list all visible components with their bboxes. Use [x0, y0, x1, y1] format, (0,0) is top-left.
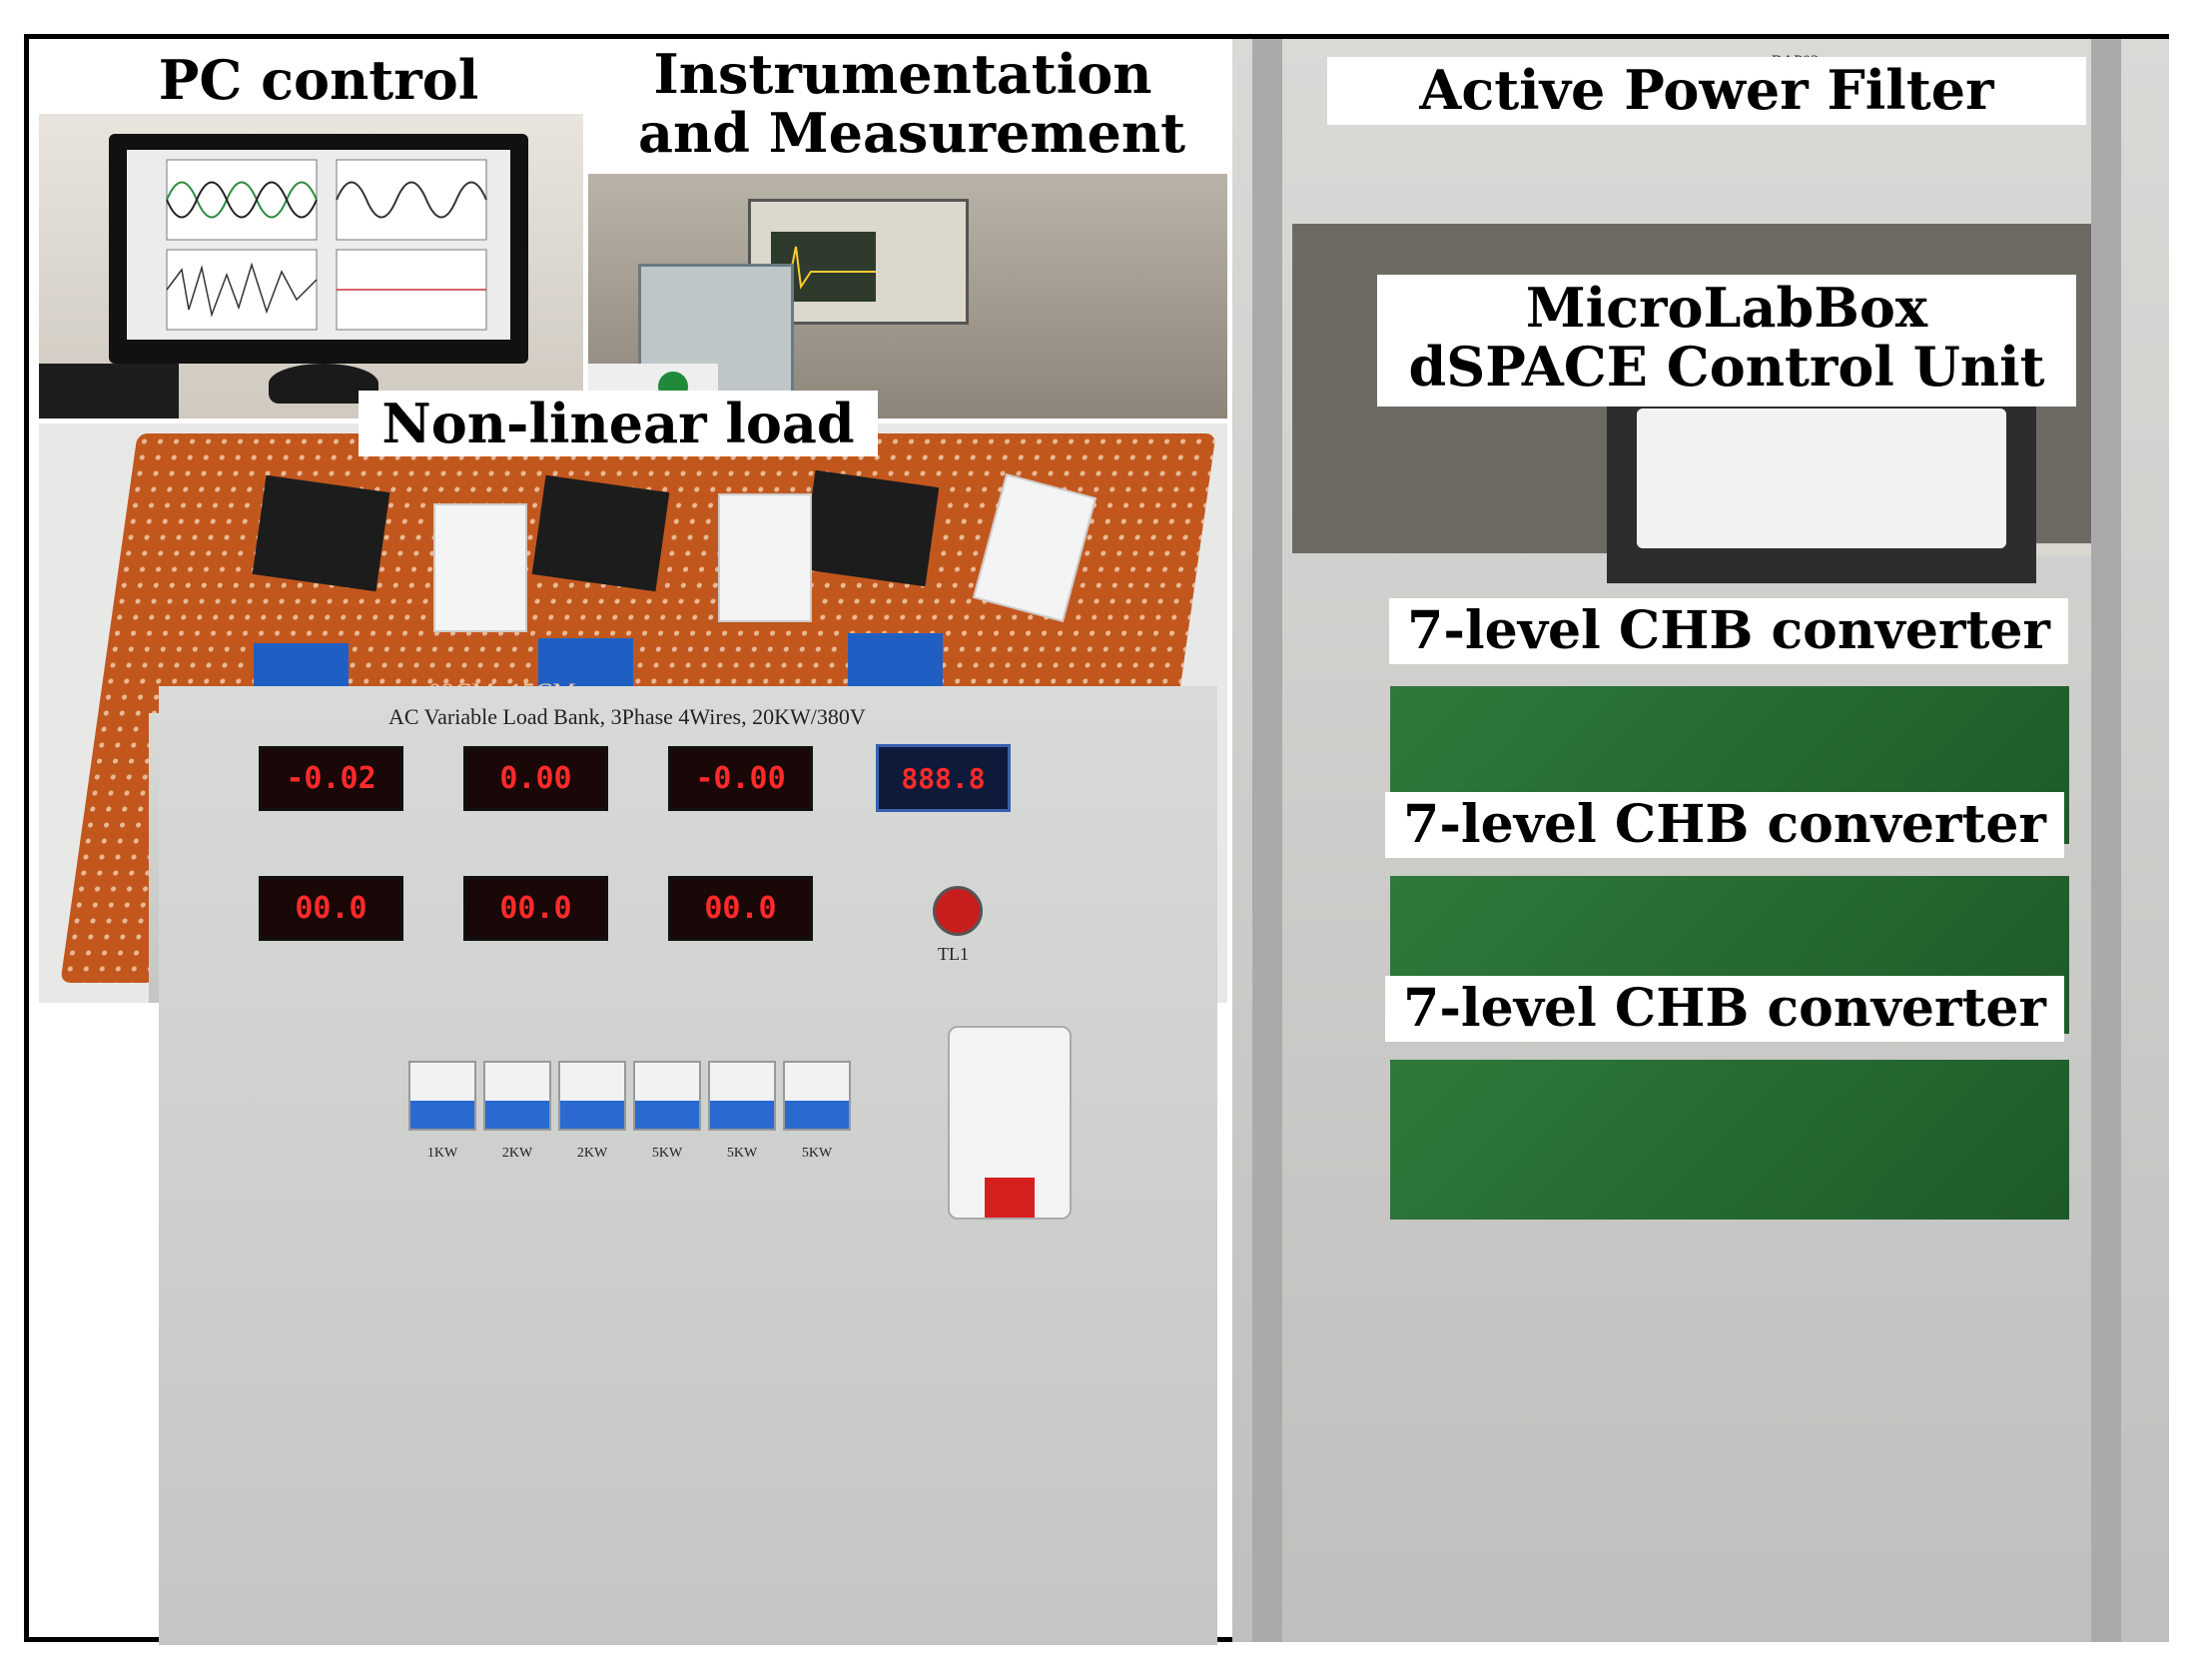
breaker-1[interactable] [408, 1061, 476, 1131]
keyboard [39, 364, 179, 418]
rack-rail-left [1252, 39, 1282, 1642]
label-nonlinear-load: Non-linear load [359, 391, 878, 456]
figure-frame: PC control Instrumentation and Measureme… [24, 34, 2169, 1645]
breaker-label-5: 5KW [726, 1146, 758, 1161]
meter-1-1: -0.02 [259, 746, 403, 811]
label-microlabbox: MicroLabBox dSPACE Control Unit [1377, 275, 2076, 407]
resistor-2 [718, 493, 812, 622]
breaker-2[interactable] [483, 1061, 551, 1131]
label-chb-3: 7-level CHB converter [1385, 976, 2064, 1042]
chb-converter-3-photo [1390, 1060, 2069, 1220]
breaker-5[interactable] [708, 1061, 776, 1131]
terminal-block-3 [848, 633, 943, 688]
meter-2-1: 00.0 [259, 876, 403, 941]
breaker-label-6: 5KW [801, 1146, 833, 1161]
label-chb-2: 7-level CHB converter [1385, 792, 2064, 858]
label-pc-control: PC control [129, 47, 508, 110]
breaker-6[interactable] [783, 1061, 851, 1131]
power-socket[interactable] [948, 1026, 1072, 1220]
bridge-rectifier-2 [531, 474, 670, 592]
monitor-screen [127, 150, 510, 340]
rack-rail-right [2091, 39, 2121, 1642]
label-chb-1: 7-level CHB converter [1389, 598, 2068, 664]
breaker-3[interactable] [558, 1061, 626, 1131]
breaker-label-4: 5KW [651, 1146, 683, 1161]
bridge-rectifier-1 [252, 474, 390, 592]
monitor [109, 134, 528, 364]
meter-2-3: 00.0 [668, 876, 813, 941]
indicator-lamp-icon [933, 886, 983, 936]
breaker-4[interactable] [633, 1061, 701, 1131]
socket-red-plug-icon [985, 1178, 1035, 1218]
load-bank-title: AC Variable Load Bank, 3Phase 4Wires, 20… [388, 704, 866, 729]
label-apf: Active Power Filter [1327, 57, 2086, 125]
meter-2-2: 00.0 [463, 876, 608, 941]
instrumentation-photo [588, 174, 1227, 418]
bridge-rectifier-3 [801, 469, 940, 587]
meter-1-3: -0.00 [668, 746, 813, 811]
controller-display: 888.8 [876, 744, 1011, 812]
waveform-plots [166, 159, 487, 331]
resistor-1 [433, 503, 527, 632]
indicator-label: TL1 [938, 944, 969, 964]
meter-1-2: 0.00 [463, 746, 608, 811]
breaker-label-3: 2KW [576, 1146, 608, 1161]
label-instrumentation: Instrumentation and Measurement [628, 41, 1185, 173]
terminal-block-2 [538, 638, 633, 693]
breaker-label-1: 1KW [426, 1146, 458, 1161]
pc-control-photo [39, 114, 583, 418]
load-bank-panel: AC Variable Load Bank, 3Phase 4Wires, 20… [159, 686, 1217, 1645]
breaker-label-2: 2KW [501, 1146, 533, 1161]
microlabbox-device [1637, 409, 2006, 548]
